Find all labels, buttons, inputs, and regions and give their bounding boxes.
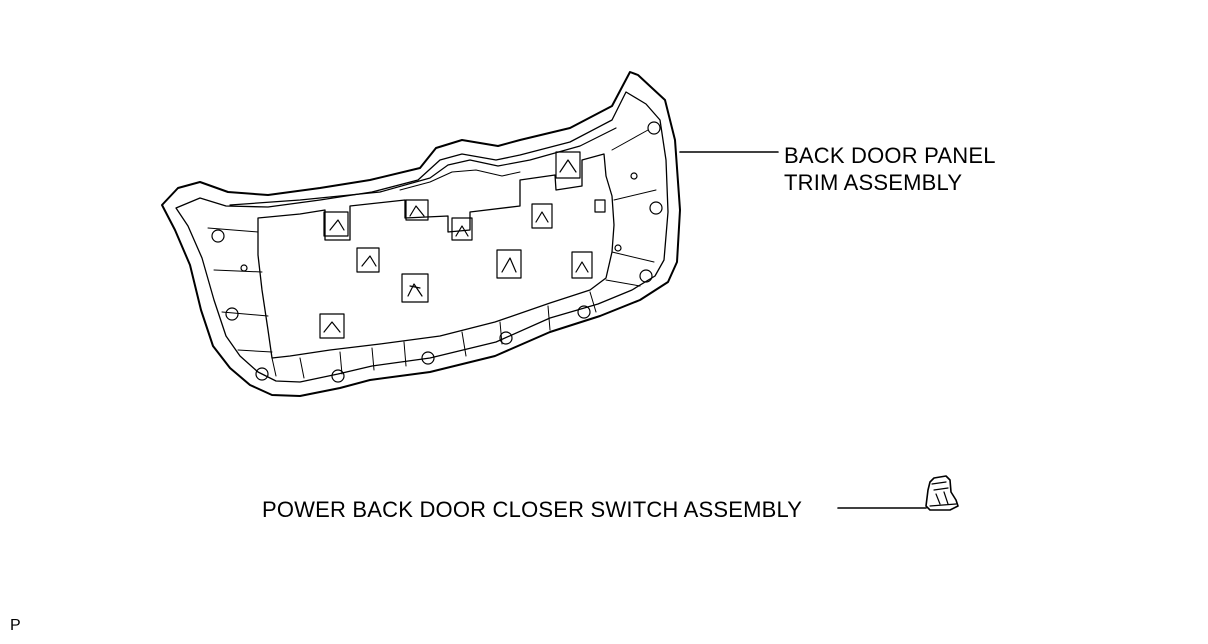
illustration-code-label: P — [10, 617, 21, 634]
trim-inner-rim — [175, 91, 669, 383]
trim-bottom-band — [271, 291, 597, 379]
trim-top-ridge — [229, 127, 617, 206]
trim-outer-outline — [161, 71, 681, 397]
back-door-panel-trim-label-line2: TRIM ASSEMBLY — [784, 170, 963, 195]
trim-clip-mounts — [319, 151, 606, 339]
trim-center-panel — [257, 153, 615, 359]
trim-right-ribs — [605, 129, 657, 287]
switch-body — [925, 475, 959, 511]
closer-switch-drawing — [837, 475, 959, 511]
switch-body-detail — [929, 481, 957, 507]
back-door-panel-trim-label-line1: BACK DOOR PANEL — [784, 143, 996, 168]
trim-edge-clips — [211, 121, 663, 383]
power-back-door-closer-switch-label: POWER BACK DOOR CLOSER SWITCH ASSEMBLY — [262, 497, 803, 522]
trim-left-ribs — [207, 227, 273, 353]
back-door-panel-trim-drawing — [161, 71, 779, 397]
trim-top-ridge-2 — [399, 169, 521, 191]
